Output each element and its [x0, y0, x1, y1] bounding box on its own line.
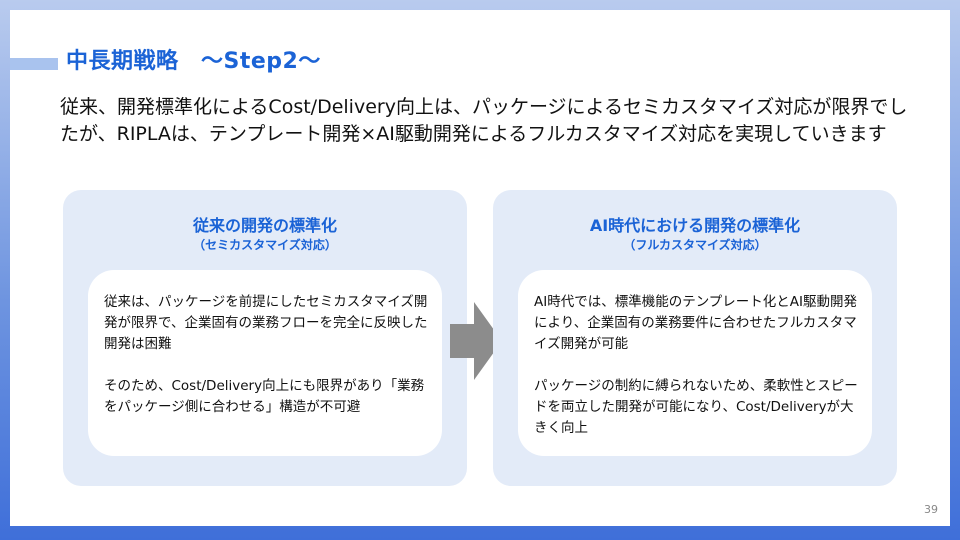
card-ai-era: AI時代では、標準機能のテンプレート化とAI駆動開発により、企業固有の業務要件に… — [518, 270, 872, 456]
card-conventional-paragraph-2: そのため、Cost/Delivery向上にも限界があり「業務をパッケージ側に合わ… — [104, 378, 425, 415]
slide: 中長期戦略 ～Step2～ 従来、開発標準化によるCost/Delivery向上… — [10, 10, 950, 526]
panel-ai-era-subtitle: （フルカスタマイズ対応） — [623, 238, 767, 252]
page-number: 39 — [924, 503, 938, 516]
card-ai-era-paragraph-1: AI時代では、標準機能のテンプレート化とAI駆動開発により、企業固有の業務要件に… — [534, 294, 858, 352]
panel-ai-era-title: AI時代における開発の標準化 — [589, 216, 801, 235]
slide-title: 中長期戦略 ～Step2～ — [66, 49, 321, 74]
card-conventional-paragraph-1: 従来は、パッケージを前提にしたセミカスタマイズ開発が限界で、企業固有の業務フロー… — [104, 294, 428, 352]
title-accent-bar — [10, 58, 58, 70]
panel-conventional-subtitle: （セミカスタマイズ対応） — [193, 238, 337, 252]
card-conventional: 従来は、パッケージを前提にしたセミカスタマイズ開発が限界で、企業固有の業務フロー… — [88, 270, 442, 456]
panel-conventional: 従来の開発の標準化 （セミカスタマイズ対応） 従来は、パッケージを前提にしたセミ… — [63, 190, 467, 486]
panel-ai-era: AI時代における開発の標準化 （フルカスタマイズ対応） AI時代では、標準機能の… — [493, 190, 897, 486]
right-arrow-icon — [450, 302, 502, 380]
card-conventional-text: 従来は、パッケージを前提にしたセミカスタマイズ開発が限界で、企業固有の業務フロー… — [104, 292, 429, 418]
card-ai-era-paragraph-2: パッケージの制約に縛られないため、柔軟性とスピードを両立した開発が可能になり、C… — [534, 378, 858, 436]
panel-conventional-title: 従来の開発の標準化 — [192, 216, 337, 235]
card-ai-era-text: AI時代では、標準機能のテンプレート化とAI駆動開発により、企業固有の業務要件に… — [534, 292, 859, 439]
lead-text: 従来、開発標準化によるCost/Delivery向上は、パッケージによるセミカス… — [60, 96, 908, 145]
